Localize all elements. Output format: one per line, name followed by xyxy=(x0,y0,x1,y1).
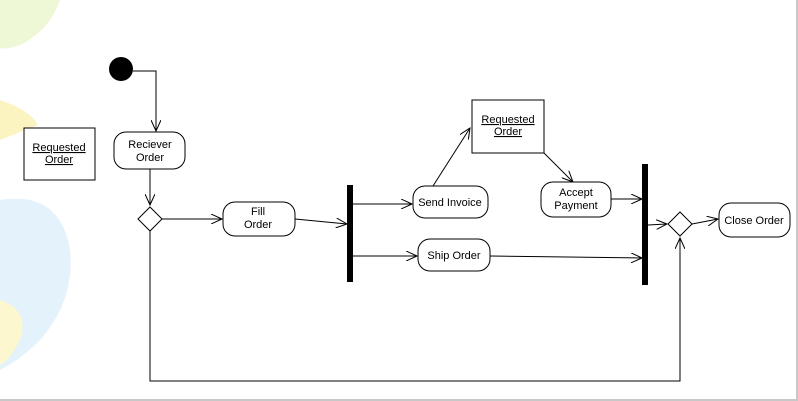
object-requested-order-left[interactable]: Requested Order xyxy=(23,127,96,181)
action-ship-order[interactable]: Ship Order xyxy=(417,238,491,272)
object-requested-order-top[interactable]: Requested Order xyxy=(471,99,545,154)
action-send-invoice[interactable]: Send Invoice xyxy=(412,185,489,219)
merge-node[interactable] xyxy=(667,211,693,237)
edge-decision-loop-to-merge xyxy=(149,231,680,382)
edge-invoice-to-requested xyxy=(432,128,470,187)
action-close-order[interactable]: Close Order xyxy=(718,202,791,238)
initial-node[interactable] xyxy=(109,57,133,81)
action-label-line2: Order xyxy=(136,152,164,164)
action-label: Ship Order xyxy=(427,250,481,262)
edges xyxy=(133,70,718,382)
object-label-line1: Requested xyxy=(481,114,534,126)
object-label-line1: Requested xyxy=(32,142,85,154)
action-accept-payment[interactable]: Accept Payment xyxy=(540,181,612,218)
action-label-line1: Fill xyxy=(251,206,265,218)
join-bar[interactable] xyxy=(642,164,648,285)
background-decoration xyxy=(0,0,71,370)
edge-start-to-reciever xyxy=(133,70,156,131)
edge-ship-to-join xyxy=(489,256,642,258)
decision-node[interactable] xyxy=(137,206,163,232)
action-label: Close Order xyxy=(724,215,784,227)
edge-fill-to-fork xyxy=(294,219,347,224)
edge-requested-to-accept xyxy=(543,152,573,182)
edge-merge-to-close xyxy=(691,219,718,224)
object-label-line2: Order xyxy=(45,154,73,166)
action-label-line2: Order xyxy=(244,219,272,231)
action-label-line1: Reciever xyxy=(128,139,172,151)
action-fill-order[interactable]: Fill Order xyxy=(222,201,296,237)
action-label: Send Invoice xyxy=(418,197,482,209)
action-reciever-order[interactable]: Reciever Order xyxy=(113,131,186,170)
fork-bar[interactable] xyxy=(347,185,353,282)
action-label-line1: Accept xyxy=(559,187,593,199)
edge-join-to-merge xyxy=(647,224,667,225)
action-label-line2: Payment xyxy=(554,200,597,212)
object-label-line2: Order xyxy=(494,126,522,138)
